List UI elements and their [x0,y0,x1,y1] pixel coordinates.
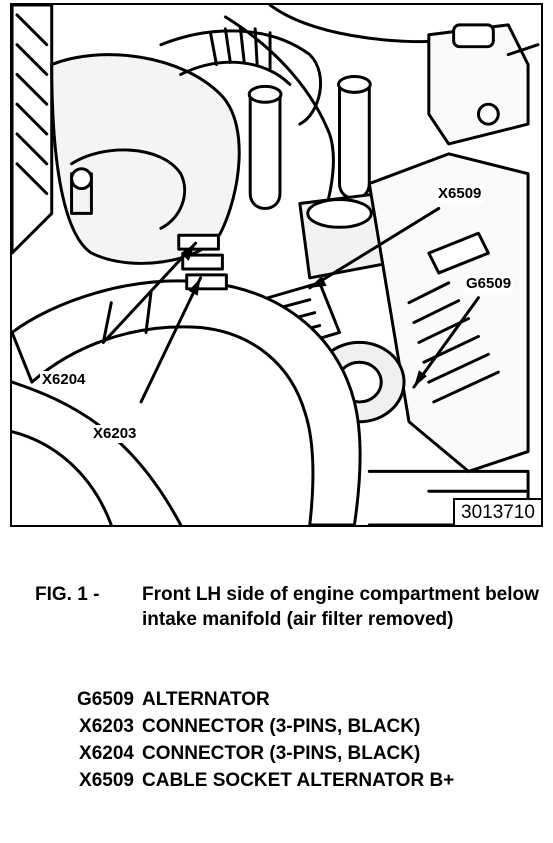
legend-code: G6509 [76,689,134,710]
figure-number: 3013710 [453,498,541,525]
legend-code: X6509 [79,770,134,791]
callout-x6203: X6203 [91,425,139,443]
legend-description: CONNECTOR (3-PINS, BLACK) [142,743,421,764]
callout-x6509: X6509 [436,185,484,203]
callout-g6509: G6509 [464,275,514,293]
legend-description: CONNECTOR (3-PINS, BLACK) [142,716,421,737]
legend-code: X6203 [79,716,134,737]
legend-code: X6204 [79,743,134,764]
engine-compartment-figure: X6509 G6509 X6204 X6203 3013710 [10,3,543,527]
engine-line-drawing [12,5,540,525]
callout-x6204: X6204 [40,371,88,389]
legend-description: ALTERNATOR [142,689,270,710]
caption-text: Front LH side of engine compartment belo… [142,584,539,630]
legend-description: CABLE SOCKET ALTERNATOR B+ [142,770,455,791]
caption-label: FIG. 1 - [35,584,100,605]
